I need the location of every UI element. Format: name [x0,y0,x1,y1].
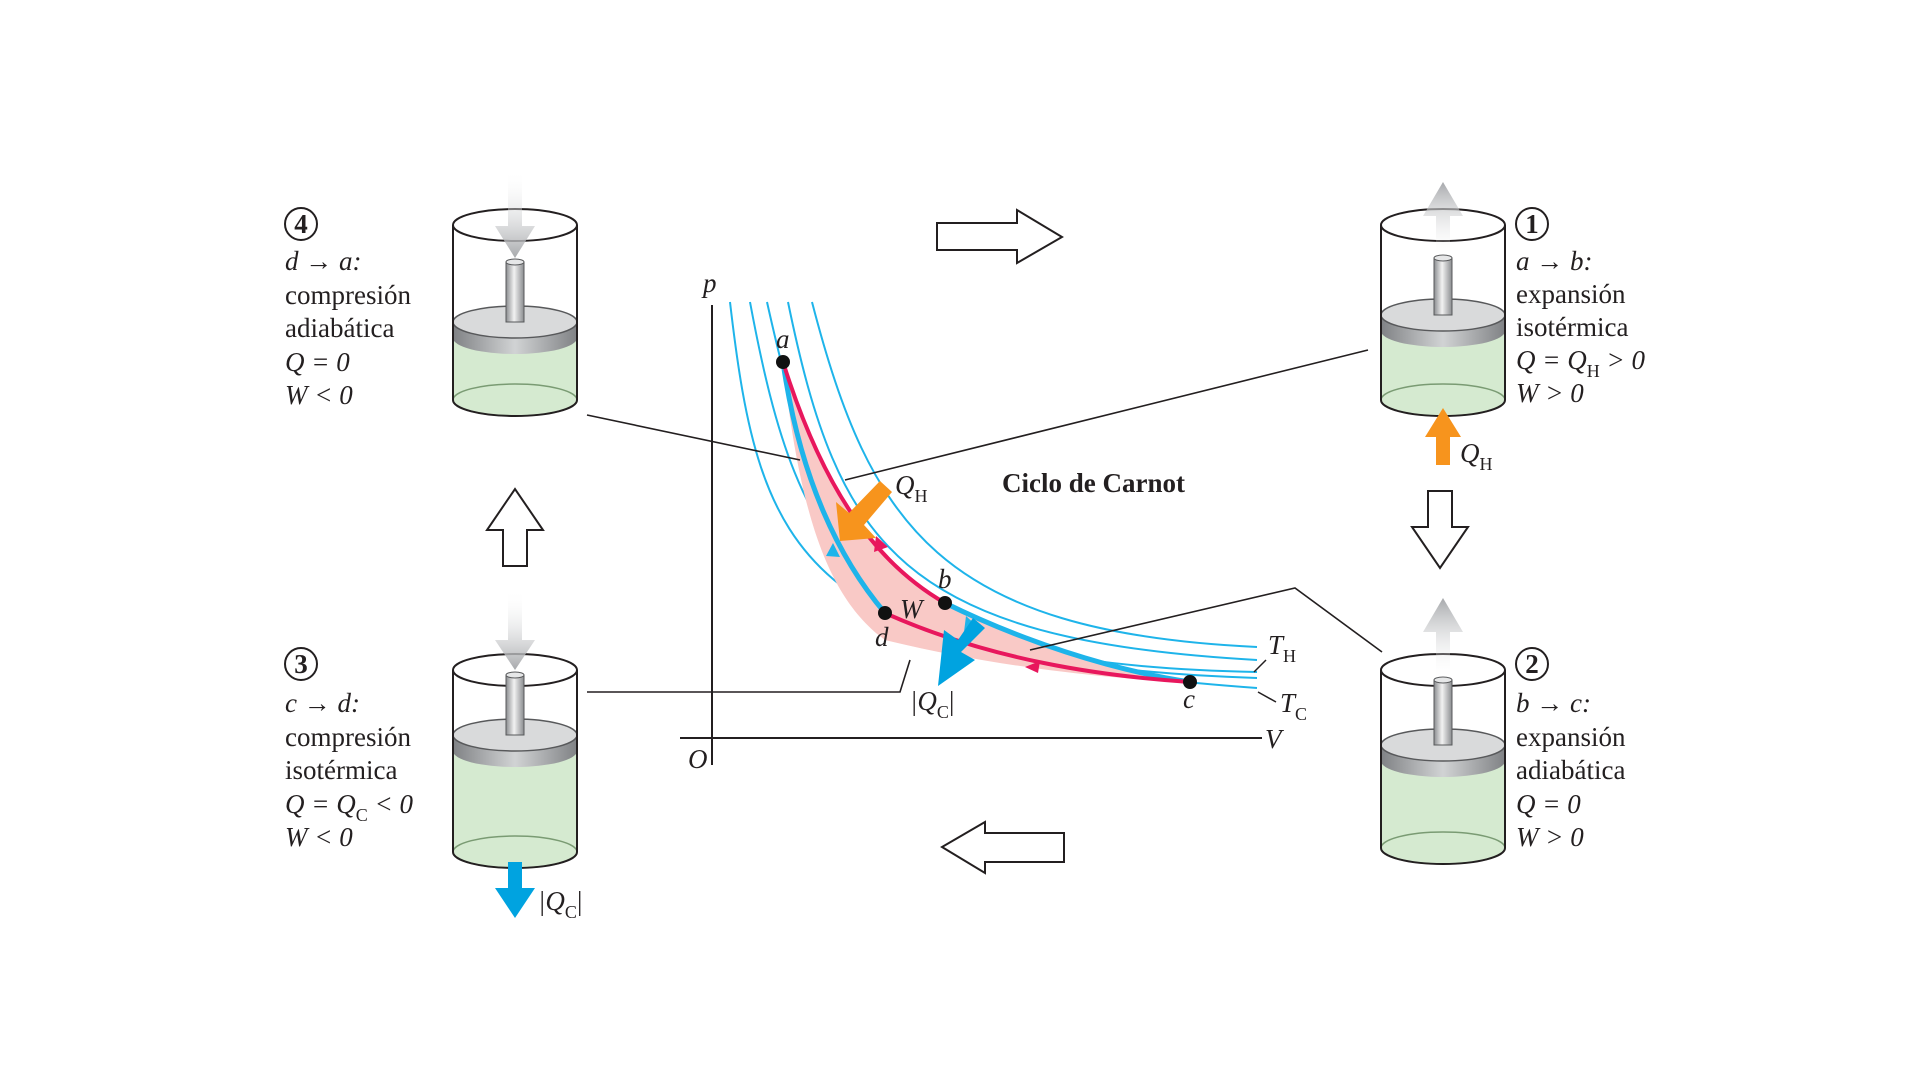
direction-arrow [826,543,840,557]
cycle-cold-side [780,361,887,615]
origin-label: O [688,744,708,774]
arrow-up-icon [485,487,545,567]
cycle-hot-path [781,361,946,605]
stage-number-badge [1515,207,1549,241]
isotherm-hot-leader [1253,659,1267,673]
stage-line1: expansión [1516,279,1626,309]
stage-line1: compresión [285,722,411,752]
isotherm-curve [811,301,1258,648]
isotherm-hot-label: TH [1268,630,1296,666]
stage-q: Q = QC < 0 [285,789,413,825]
v-axis-label: V [1265,724,1285,754]
cylinder-stage-3: |QC| [452,590,582,922]
leader-stage-1 [844,349,1369,481]
work-label: W [900,594,925,624]
stage-line2: isotérmica [1516,312,1628,342]
stage-2-description: 2 b → c: expansión adiabática Q = 0 W > … [1515,647,1626,852]
cycle-cold-path [884,611,1191,684]
isotherm-cold-leader [1257,691,1277,703]
stage-process: a → b: [1516,246,1593,276]
cycle-adiabat-side [943,600,1191,685]
direction-arrow [1025,661,1040,673]
compression-arrow-icon [495,170,535,258]
stage-line2: adiabática [1516,755,1625,785]
stage-number: 1 [1525,209,1539,239]
stage-4-description: 4 d → a: compresión adiabática Q = 0 W <… [284,207,411,410]
point-c-label: c [1183,684,1195,714]
point-a [776,355,790,369]
stage-number-badge [284,207,318,241]
stage-q: Q = QH > 0 [1516,345,1645,381]
flow-arrows [485,208,1470,875]
stage-process: b → c: [1516,688,1591,718]
stage-w: W < 0 [285,822,353,852]
cylinder-stage-1: QH [1380,182,1506,474]
stage-number: 2 [1525,649,1539,679]
arrow-left-icon [940,820,1065,875]
stage-number: 4 [294,209,308,239]
cylinder-stage-4 [452,170,578,417]
expansion-arrow-icon [1423,182,1463,258]
stage-1-description: 1 a → b: expansión isotérmica Q = QH > 0… [1515,207,1645,408]
stage-line2: adiabática [285,313,394,343]
heat-out-label: |QC| [910,686,954,722]
leader-lines [586,349,1383,693]
stage-q: Q = 0 [285,347,350,377]
heat-out-arrow-icon [495,862,535,918]
isotherm-cold-label: TC [1280,688,1307,724]
stage-line2: isotérmica [285,755,397,785]
stage-line1: compresión [285,280,411,310]
expansion-arrow-icon [1423,598,1463,680]
direction-arrow [874,536,888,552]
stage-w: W > 0 [1516,378,1584,408]
stage-number-badge [1515,647,1549,681]
stage-w: W < 0 [285,380,353,410]
point-d-label: d [875,622,889,652]
point-b [938,596,952,610]
diagram-title: Ciclo de Carnot [1002,468,1185,498]
arrow-down-icon [1410,490,1470,570]
cycle-work-area [783,362,1190,682]
stage-line1: expansión [1516,722,1626,752]
leader-stage-3 [587,659,911,693]
leader-stage-2 [1029,587,1383,653]
arrow-right-icon [936,208,1064,265]
stage-3-description: 3 c → d: compresión isotérmica Q = QC < … [284,647,413,852]
stage-number-badge [284,647,318,681]
isotherm-curve-hot [787,301,1258,661]
cylinder-stage-2 [1380,598,1506,865]
stage-w: W > 0 [1516,822,1584,852]
stage-process: c → d: [285,688,360,718]
cylinder-heat-out-label: |QC| [538,886,582,922]
stage-q: Q = 0 [1516,789,1581,819]
heat-in-arrow-icon [1425,408,1461,465]
point-c [1183,675,1197,689]
point-a-label: a [776,324,790,354]
stage-process: d → a: [285,246,362,276]
leader-stage-4 [586,414,801,461]
heat-out-arrow-icon [938,618,985,686]
point-b-label: b [938,564,952,594]
stage-number: 3 [294,649,308,679]
cylinder-heat-in-label: QH [1460,438,1493,474]
pv-diagram: p V O a b c d W [680,268,1307,774]
heat-in-label: QH [895,470,928,506]
p-axis-label: p [701,268,717,298]
point-d [878,606,892,620]
heat-in-arrow-icon [836,481,892,541]
compression-arrow-icon [495,590,535,670]
